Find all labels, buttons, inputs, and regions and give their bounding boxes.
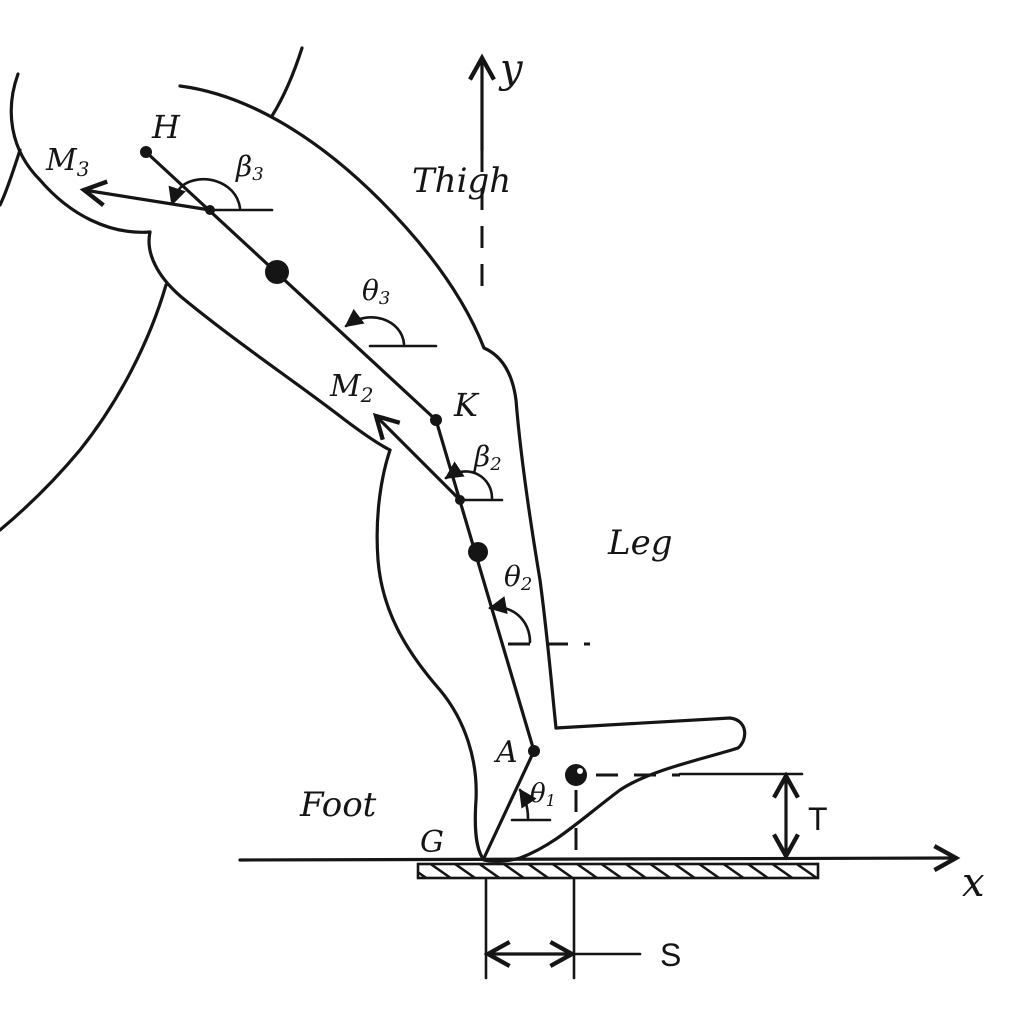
knee-joint	[430, 414, 442, 426]
thigh-segment	[144, 150, 438, 422]
leg-outline-back	[375, 448, 486, 862]
leg-center-of-mass	[468, 542, 488, 562]
theta-2-label: θ2	[504, 560, 532, 595]
leg-label: Leg	[607, 523, 672, 563]
foot-cm-highlight	[577, 768, 583, 774]
leg-outline-front	[482, 346, 558, 730]
foot-segment	[482, 749, 536, 860]
torso-outline	[9, 72, 152, 234]
dim-t-label: T	[808, 801, 828, 837]
moment-2-letter: M	[329, 369, 362, 404]
dim-s-label: S	[660, 937, 681, 973]
thigh-outline-top	[178, 84, 486, 350]
beta-3-subscript: 3	[252, 164, 263, 185]
thigh-label: Thigh	[412, 161, 511, 201]
thigh-center-of-mass	[265, 260, 289, 284]
ground-hatch	[416, 862, 820, 880]
theta-2-letter: θ	[504, 560, 521, 593]
beta-2-subscript: 2	[489, 454, 501, 475]
theta-1-letter: θ	[530, 779, 546, 809]
theta-2-subscript: 2	[520, 574, 532, 595]
moment-3-subscript: 3	[77, 157, 90, 181]
beta-2-arc	[444, 461, 494, 500]
torso-left-edge	[0, 148, 22, 207]
ankle-joint	[528, 745, 540, 757]
foot-label: Foot	[299, 785, 377, 825]
moment-3-arrow	[79, 179, 212, 212]
moment-2-arrow	[372, 412, 462, 502]
moment-2-label: M2	[329, 369, 373, 407]
moment-2-subscript: 2	[360, 383, 374, 407]
knee-label: K	[453, 386, 480, 424]
beta-3-label: β3	[235, 150, 264, 185]
theta-3-letter: θ	[362, 274, 379, 307]
back-outline	[270, 46, 304, 118]
hip-joint	[140, 146, 152, 158]
ground-contact-label: G	[420, 825, 444, 860]
theta-3-arc	[344, 308, 406, 346]
beta-2-label: β2	[473, 440, 502, 475]
theta-3-subscript: 3	[379, 288, 390, 309]
theta-1-subscript: 1	[546, 791, 556, 810]
other-leg-outline	[0, 283, 168, 532]
theta-1-arc	[518, 788, 537, 820]
moment-3-letter: M	[45, 143, 78, 178]
beta-3-letter: β	[235, 150, 252, 183]
theta-1-label: θ1	[530, 779, 556, 810]
moment-3-label: M3	[45, 143, 89, 181]
beta-3-arc	[168, 177, 242, 210]
ankle-label: A	[493, 735, 518, 770]
x-axis-label: x	[962, 860, 985, 906]
theta-3-label: θ3	[362, 274, 390, 309]
foot-center-of-mass	[565, 764, 587, 786]
foot-outline	[482, 716, 747, 863]
x-axis-arrow	[238, 844, 961, 872]
hip-label: H	[151, 108, 181, 146]
y-axis-label: y	[498, 46, 524, 92]
thigh-outline-bottom	[147, 230, 392, 452]
beta-2-letter: β	[473, 440, 490, 473]
theta-2-arc	[488, 596, 532, 644]
